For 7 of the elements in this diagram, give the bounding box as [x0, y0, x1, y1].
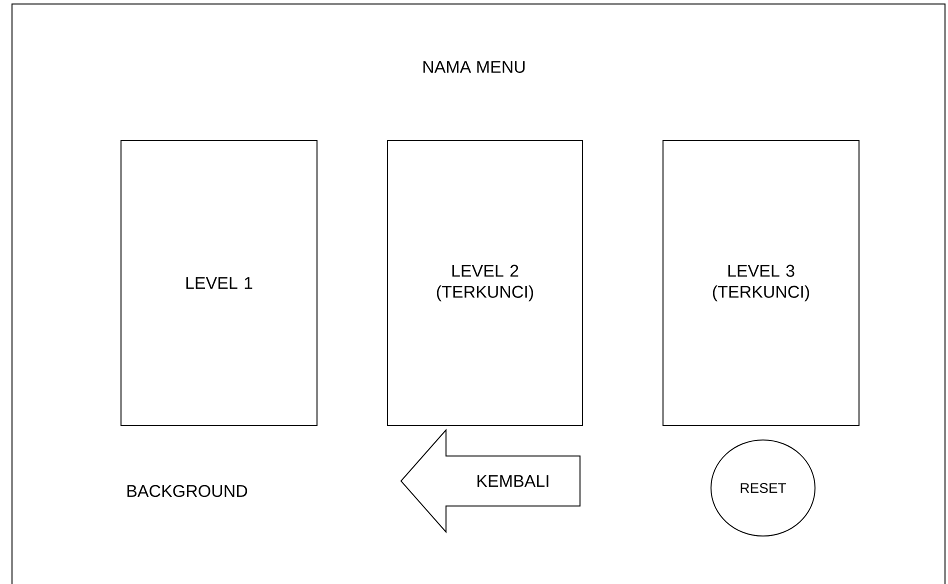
- reset-button: RESET: [710, 440, 816, 536]
- back-arrow-button: KEMBALI: [400, 428, 580, 534]
- background-label: BACKGROUND: [127, 484, 248, 498]
- level-button: LEVEL 3 (TERKUNCI): [662, 140, 860, 426]
- level-button: LEVEL 1: [120, 140, 318, 426]
- menu-title: NAMA MENU: [423, 61, 525, 73]
- level-button: LEVEL 2 (TERKUNCI): [387, 140, 583, 426]
